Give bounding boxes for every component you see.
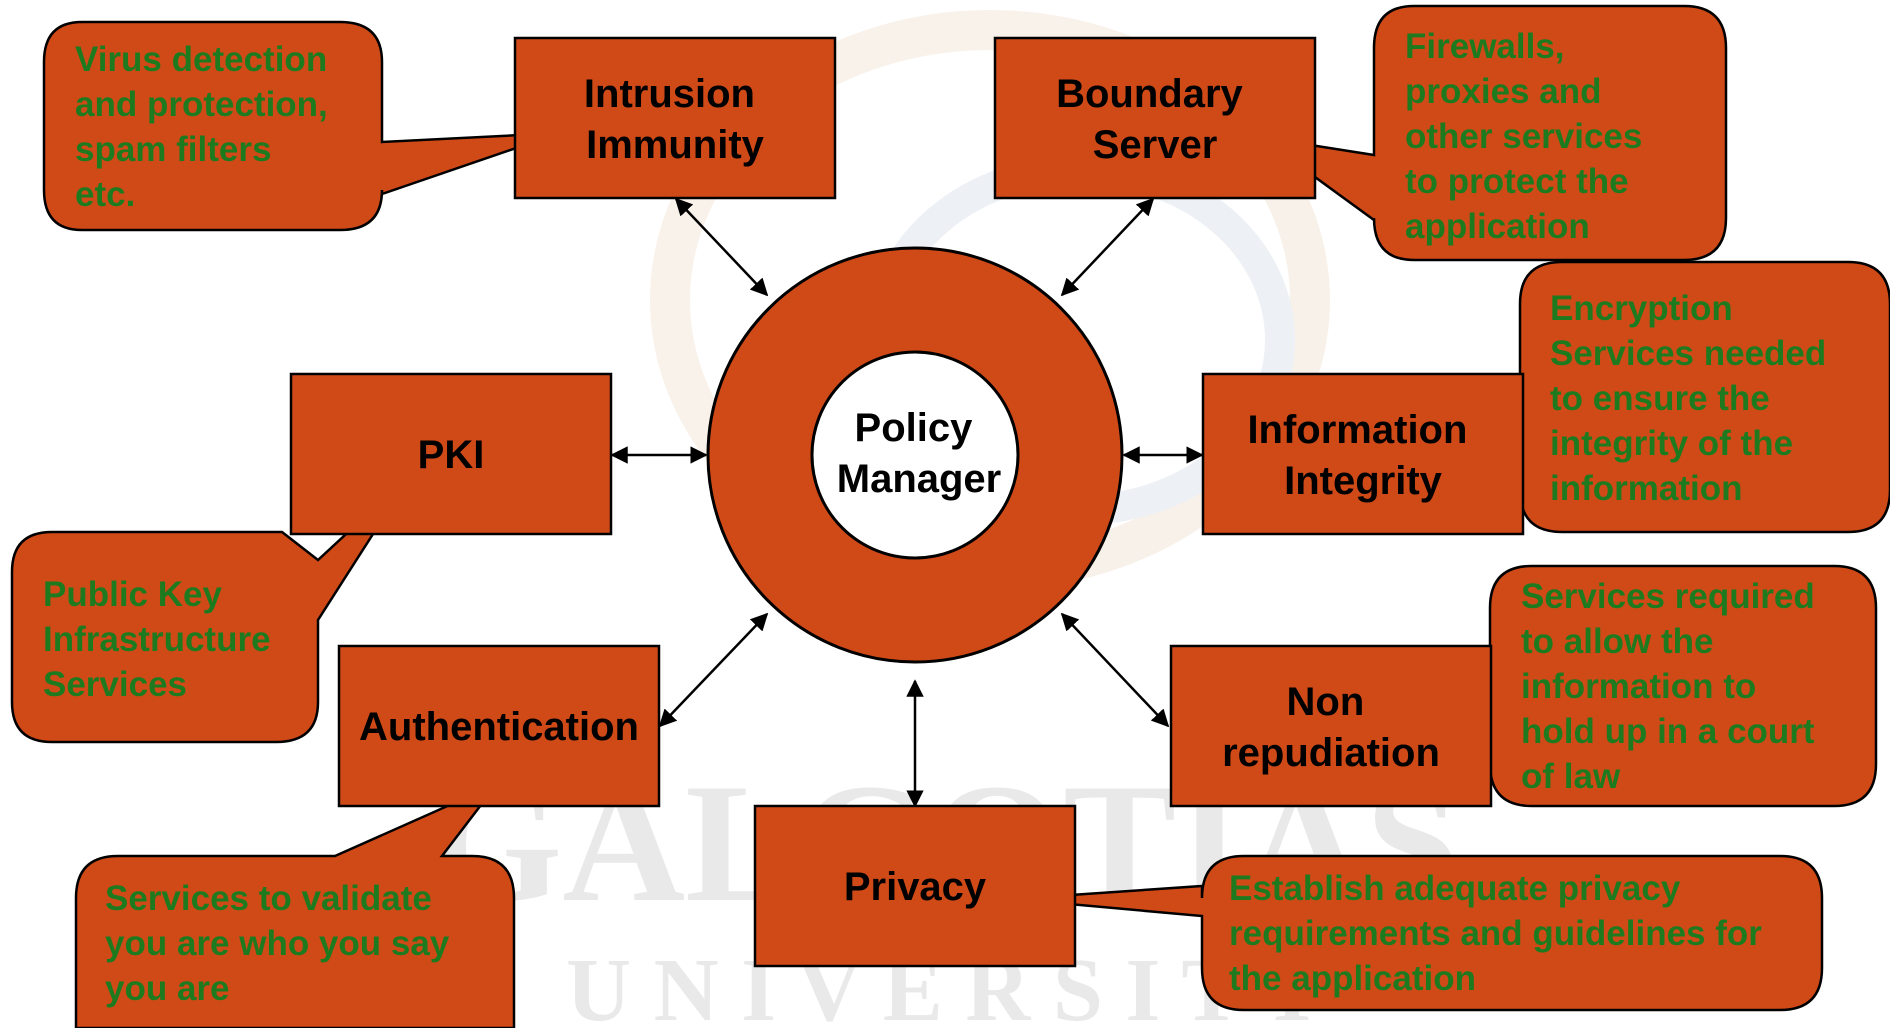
- callout-privacy-text: Establish adequate privacy requirements …: [1229, 869, 1772, 998]
- box-boundary-server: Boundary Server: [993, 36, 1317, 200]
- policy-manager-ring: Policy Manager: [706, 246, 1124, 664]
- box-information-integrity-label: Information Integrity: [1247, 408, 1478, 503]
- box-authentication-rect: [337, 644, 661, 808]
- box-privacy-line-1: Privacy: [844, 865, 987, 909]
- callout-authentication-shape: [74, 782, 516, 1030]
- box-pki-label: PKI: [418, 433, 485, 477]
- callout-intrusion-line-4: etc.: [75, 175, 135, 214]
- callout-nonrep: Services required to allow the informati…: [1423, 564, 1878, 808]
- connectors: [610, 197, 1204, 808]
- policy-manager-inner-circle: [810, 350, 1020, 560]
- callout-boundary-line-2: proxies and: [1405, 72, 1601, 111]
- callout-nonrep-text: Services required to allow the informati…: [1521, 577, 1825, 796]
- callout-pki-text: Public Key Infrastructure Services: [43, 575, 280, 704]
- callout-boundary-text: Firewalls, proxies and other services to…: [1405, 27, 1652, 246]
- callout-privacy: Establish adequate privacy requirements …: [1012, 854, 1824, 1012]
- callout-intrusion-line-1: Virus detection: [75, 40, 327, 79]
- callout-authentication-text: Services to validate you are who you say…: [105, 879, 459, 1008]
- callout-boundary-line-5: application: [1405, 207, 1590, 246]
- callout-boundary: Firewalls, proxies and other services to…: [1259, 4, 1728, 262]
- box-intrusion-immunity-label: Intrusion Immunity: [584, 72, 766, 167]
- callout-intrusion-line-3: spam filters: [75, 130, 271, 169]
- box-non-repudiation-label: Non repudiation: [1222, 680, 1440, 775]
- callout-intrusion-shape: [42, 20, 561, 232]
- callout-nonrep-line-1: Services required: [1521, 577, 1815, 616]
- box-authentication-line-1: Authentication: [359, 705, 639, 749]
- callout-integrity-line-5: information: [1550, 469, 1742, 508]
- callout-boundary-line-3: other services: [1405, 117, 1642, 156]
- service-boxes: Intrusion Immunity Boundary Server PKI I…: [289, 36, 1525, 968]
- box-information-integrity: Information Integrity: [1201, 372, 1525, 536]
- callout-privacy-line-2: requirements and guidelines for: [1229, 914, 1762, 953]
- callout-privacy-line-1: Establish adequate privacy: [1229, 869, 1681, 908]
- box-non-repudiation-rect: [1169, 644, 1493, 808]
- callout-pki: Public Key Infrastructure Services: [10, 472, 414, 744]
- box-intrusion-immunity: Intrusion Immunity: [513, 36, 837, 200]
- box-non-repudiation-line-1: Non: [1287, 680, 1365, 724]
- policy-manager-label: Policy Manager: [837, 406, 1002, 501]
- arrow-boundary: [1060, 197, 1155, 297]
- callout-integrity-text: Encryption Services needed to ensure the…: [1550, 289, 1836, 508]
- box-authentication-label: Authentication: [359, 705, 639, 749]
- box-intrusion-immunity-line-2: Immunity: [586, 123, 765, 167]
- box-pki: PKI: [289, 372, 613, 536]
- policy-manager-line-2: Manager: [837, 457, 1002, 501]
- callout-pki-line-2: Infrastructure: [43, 620, 271, 659]
- callout-pki-line-3: Services: [43, 665, 187, 704]
- callout-authentication-line-1: Services to validate: [105, 879, 432, 918]
- callout-integrity-line-3: to ensure the: [1550, 379, 1770, 418]
- box-authentication: Authentication: [337, 644, 661, 808]
- box-boundary-server-rect: [993, 36, 1317, 200]
- arrow-intrusion: [674, 197, 769, 297]
- callout-nonrep-line-2: to allow the: [1521, 622, 1714, 661]
- box-pki-rect: [289, 372, 613, 536]
- callout-intrusion-text: Virus detection and protection, spam fil…: [75, 40, 338, 214]
- callout-boundary-line-1: Firewalls,: [1405, 27, 1565, 66]
- callout-integrity: Encryption Services needed to ensure the…: [1453, 260, 1890, 534]
- arrow-nonrep: [1060, 612, 1170, 728]
- callouts: Virus detection and protection, spam fil…: [10, 4, 1890, 1030]
- box-boundary-server-line-2: Server: [1093, 123, 1218, 167]
- box-pki-line-1: PKI: [418, 433, 485, 477]
- callout-intrusion-line-2: and protection,: [75, 85, 328, 124]
- callout-privacy-shape: [1012, 854, 1824, 1012]
- callout-nonrep-line-3: information to: [1521, 667, 1756, 706]
- callout-privacy-line-3: the application: [1229, 959, 1476, 998]
- callout-integrity-line-4: integrity of the: [1550, 424, 1793, 463]
- callout-pki-line-1: Public Key: [43, 575, 222, 614]
- callout-intrusion: Virus detection and protection, spam fil…: [42, 20, 561, 232]
- box-information-integrity-rect: [1201, 372, 1525, 536]
- box-privacy-rect: [753, 804, 1077, 968]
- callout-nonrep-shape: [1423, 564, 1878, 808]
- box-non-repudiation-line-2: repudiation: [1222, 731, 1440, 775]
- callout-authentication: Services to validate you are who you say…: [74, 782, 516, 1030]
- callout-authentication-line-2: you are who you say: [105, 924, 450, 963]
- box-privacy-label: Privacy: [844, 865, 987, 909]
- policy-manager-line-1: Policy: [855, 406, 974, 450]
- arrow-authentication: [658, 612, 769, 728]
- box-boundary-server-line-1: Boundary: [1056, 72, 1243, 116]
- callout-integrity-line-1: Encryption: [1550, 289, 1733, 328]
- box-non-repudiation: Non repudiation: [1169, 644, 1493, 808]
- box-boundary-server-label: Boundary Server: [1056, 72, 1254, 167]
- box-intrusion-immunity-line-1: Intrusion: [584, 72, 755, 116]
- callout-pki-shape: [10, 472, 414, 744]
- callout-nonrep-line-5: of law: [1521, 757, 1621, 796]
- callout-integrity-line-2: Services needed: [1550, 334, 1826, 373]
- callout-boundary-shape: [1259, 4, 1728, 262]
- callout-integrity-shape: [1453, 260, 1890, 534]
- box-intrusion-immunity-rect: [513, 36, 837, 200]
- callout-nonrep-line-4: hold up in a court: [1521, 712, 1815, 751]
- callout-boundary-line-4: to protect the: [1405, 162, 1629, 201]
- box-information-integrity-line-1: Information: [1247, 408, 1467, 452]
- callout-authentication-line-3: you are: [105, 969, 230, 1008]
- box-information-integrity-line-2: Integrity: [1284, 459, 1443, 503]
- box-privacy: Privacy: [753, 804, 1077, 968]
